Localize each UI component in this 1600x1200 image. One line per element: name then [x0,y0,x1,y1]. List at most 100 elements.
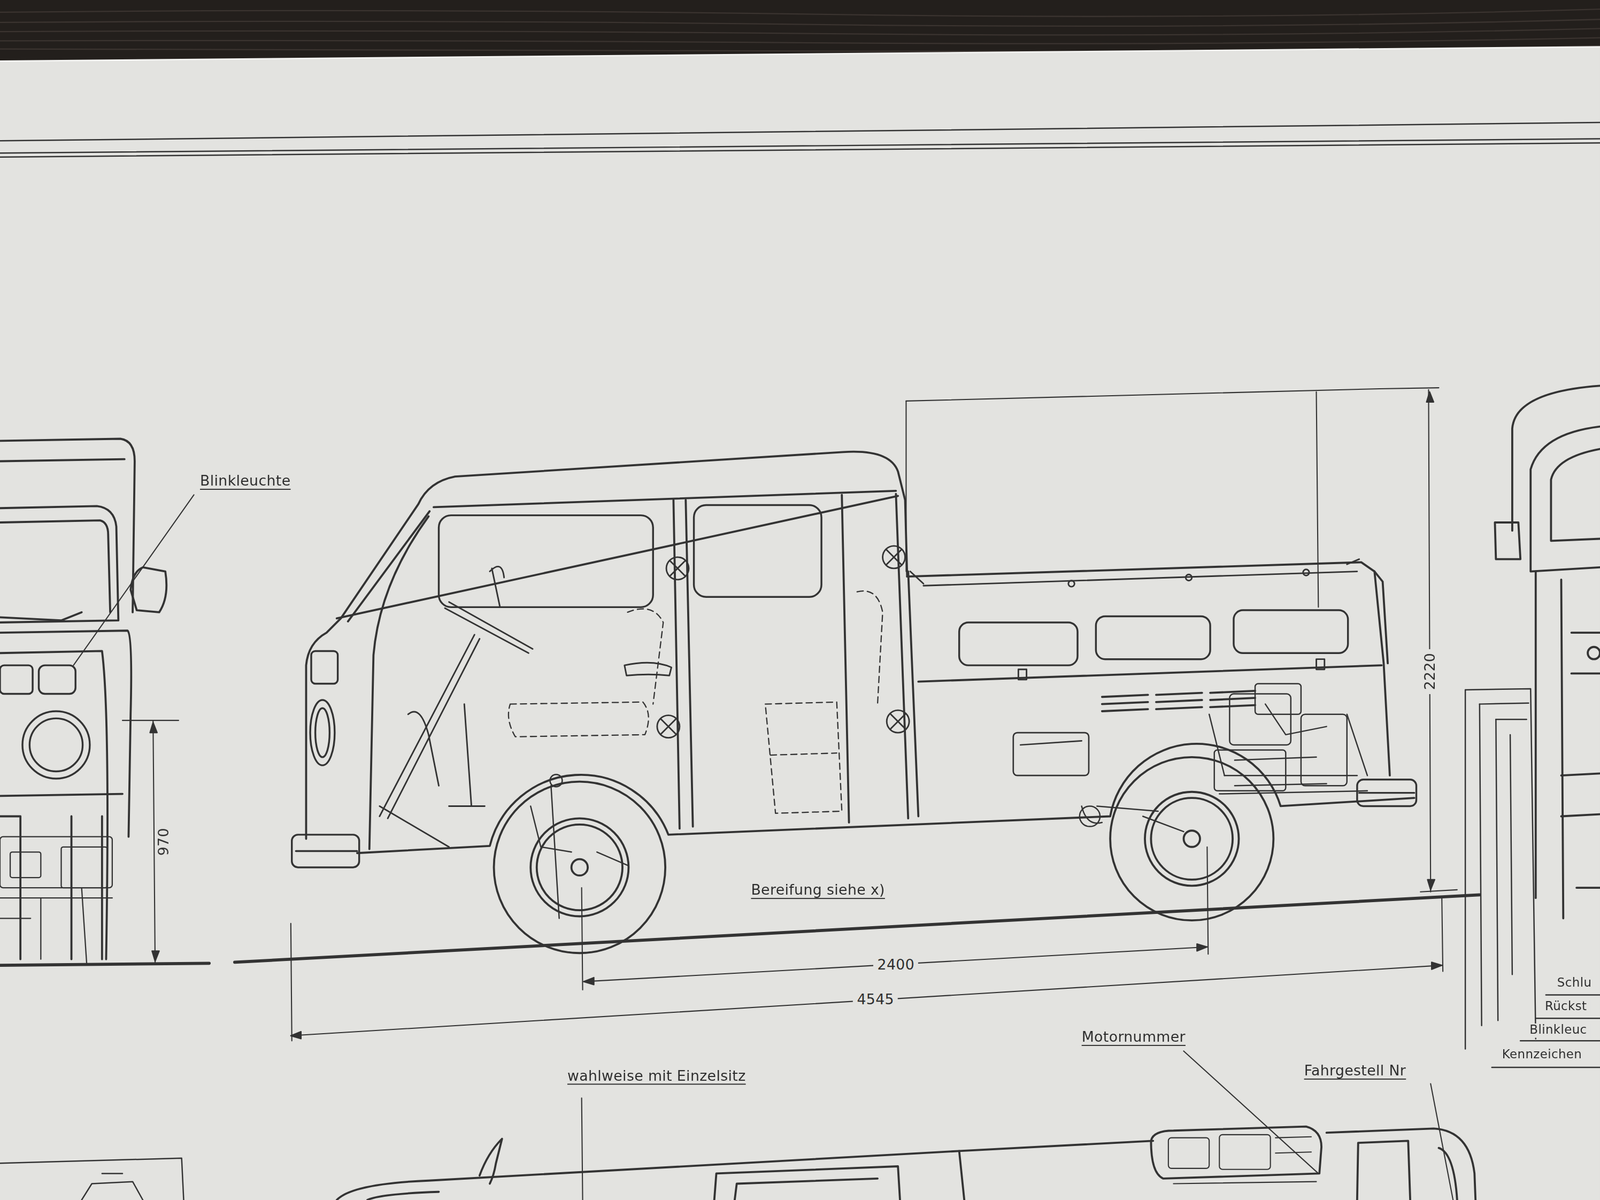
dimension-arrow [151,950,159,961]
front-view [0,505,119,623]
leader-line [581,1097,583,1200]
front-view [0,794,123,797]
dimension-line [1428,389,1431,892]
top-view [336,1126,1476,1200]
wheel [494,781,666,954]
seat-outline [508,702,649,737]
front-view [0,439,135,613]
bumper [291,834,360,868]
brake-drum [596,851,628,866]
door-hinge [660,719,676,734]
bed-rail [923,571,1358,587]
rear-view-frame [1535,1017,1600,1019]
engine-unit [1265,704,1327,735]
leader-line [73,494,194,666]
van-body [305,451,907,840]
bumper [291,779,1417,868]
engine-unit [1347,714,1368,776]
ground-line [0,963,210,966]
van-body [685,500,693,827]
background [0,9,1600,17]
rear-view-frame [1520,1040,1600,1042]
wheel [571,859,589,876]
engine-louver [1102,709,1149,712]
dimension-line [290,923,292,1041]
van-body [357,743,1415,853]
dimension-arrow [149,722,157,733]
engine-unit [1219,790,1368,795]
steering-linkage [449,805,486,807]
dimension-arrow [583,977,594,985]
bottom-left-part [0,1158,184,1200]
bed-rail [1068,580,1075,587]
bed-rail [1185,574,1192,581]
headlight [315,708,330,758]
engine-top [1173,1181,1317,1184]
headlight [310,700,335,766]
dimension-arrow [290,1031,302,1039]
wheel [536,824,623,911]
door-hinge [890,714,906,729]
door-hinge [886,549,902,565]
seat-outline [857,590,883,704]
rear-view [1560,579,1564,919]
steering-linkage [444,608,529,653]
rear-view [1560,814,1600,817]
bottom-left-part [102,1172,123,1174]
van-body [348,511,430,622]
top-view [367,1191,440,1200]
part-label: Blinkleuchte [200,472,291,489]
front-mechanism [10,851,41,878]
side-panel-window [959,622,1078,666]
dimension-label: 970 [155,824,172,860]
dimension-line [1441,897,1443,972]
steering-linkage [489,566,505,578]
brake-drum [550,785,559,919]
note-label: Bereifung siehe x) [750,881,885,899]
window [439,515,654,608]
background [0,47,1600,62]
engine-louver [1156,693,1203,696]
note-label: wahlweise mit Einzelsitz [567,1067,746,1084]
wheel [1144,791,1240,887]
rear-view-frame [1465,688,1600,1068]
brake-drum [1142,816,1184,833]
van-body [906,562,1390,776]
van-body [336,495,898,619]
engine-louver [1210,705,1256,708]
brake-drum [530,805,572,852]
front-view [0,630,132,837]
frame-line [0,139,1600,154]
van-body [841,494,849,823]
leader-line [73,494,194,666]
dimension-arrow [1431,962,1442,969]
front-lamp [0,665,90,779]
steering-linkage [379,634,475,817]
engine-unit [1209,714,1225,776]
leader-line [1183,1050,1319,1174]
top-view [734,1178,878,1200]
van-body [908,571,919,817]
background [0,19,1600,27]
door-hinge [657,715,680,738]
dimension-arrow [1196,943,1207,951]
rear-view [1571,672,1600,675]
part-label: Blinkleuc [1525,1023,1591,1038]
dimension-line [290,965,1442,1036]
dimension-arrow [1427,879,1435,890]
dimension-label: 2400 [873,956,919,973]
front-mechanism [40,897,42,959]
part-label: Schlu [1552,976,1596,991]
engine-louver [1210,697,1256,700]
rear-view-frame [1479,703,1529,705]
top-view [336,1140,1154,1200]
van-body [673,500,680,829]
headlight [310,650,338,766]
wheel [1150,797,1233,880]
part-label: Motornummer [1081,1028,1186,1045]
steering-linkage [464,704,472,807]
van-body [1374,571,1388,664]
van-body [433,490,896,508]
